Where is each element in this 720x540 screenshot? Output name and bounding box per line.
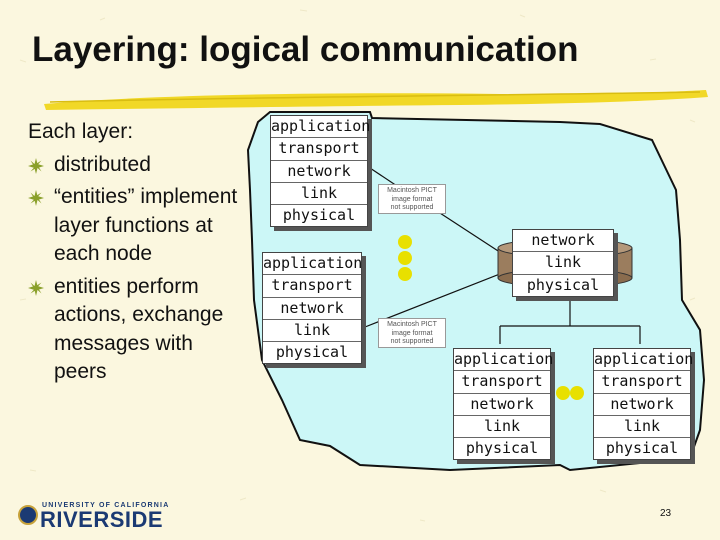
sunburst-bullet-icon	[28, 279, 44, 296]
protocol-stack-router: network link physical	[512, 229, 614, 297]
layer-physical: physical	[275, 343, 349, 362]
layer-application: application	[263, 253, 362, 276]
protocol-stack-host-top: application transport network link physi…	[270, 115, 370, 228]
ellipsis-dots-vertical	[398, 235, 412, 281]
bullet-text: “entities” implement layer functions at …	[54, 185, 238, 265]
layer-physical: physical	[282, 206, 356, 225]
layer-application: application	[594, 349, 693, 372]
logo-campus-text: RIVERSIDE	[40, 507, 164, 532]
layer-network: network	[271, 161, 367, 183]
layer-link: link	[271, 183, 367, 206]
ellipsis-dots-horizontal	[556, 386, 584, 400]
layer-link: link	[454, 416, 550, 439]
layer-application: application	[454, 349, 553, 372]
logo-university-text: UNIVERSITY OF CALIFORNIA	[42, 502, 170, 509]
layer-transport: transport	[594, 371, 690, 394]
layer-network: network	[454, 394, 550, 416]
bullet-text: entities perform actions, exchange messa…	[54, 274, 224, 384]
layer-network: network	[513, 230, 613, 253]
page-number: 23	[660, 508, 672, 519]
layer-physical: physical	[526, 275, 600, 294]
layer-link: link	[513, 252, 613, 275]
layer-link: link	[594, 416, 690, 439]
layer-transport: transport	[271, 138, 367, 161]
missing-image-placeholder: Macintosh PICT image format not supporte…	[378, 318, 446, 348]
sunburst-bullet-icon	[28, 157, 44, 174]
layer-physical: physical	[605, 439, 679, 458]
bullet-list: Each layer: distributed “entities” imple…	[28, 118, 243, 387]
bullet-item: “entities” implement layer functions at …	[28, 183, 243, 269]
slide-title: Layering: logical communication	[32, 30, 579, 69]
layer-network: network	[594, 394, 690, 416]
link-line	[364, 267, 516, 328]
title-highlighter-underline	[44, 90, 708, 110]
protocol-stack-host-middle: application transport network link physi…	[262, 252, 362, 365]
bullet-item: distributed	[28, 151, 243, 180]
bullet-lead: Each layer:	[28, 120, 134, 143]
protocol-stack-host-bottom-left: application transport network link physi…	[453, 348, 553, 461]
layer-physical: physical	[465, 439, 539, 458]
missing-image-placeholder: Macintosh PICT image format not supporte…	[378, 184, 446, 214]
layer-network: network	[263, 298, 361, 320]
layer-application: application	[271, 116, 370, 139]
sunburst-bullet-icon	[28, 190, 44, 206]
ucr-logo: UNIVERSITY OF CALIFORNIA RIVERSIDE	[18, 502, 186, 532]
layer-transport: transport	[454, 371, 550, 394]
bullet-item: entities perform actions, exchange messa…	[28, 273, 243, 387]
university-seal-icon	[18, 505, 38, 525]
bullet-text: distributed	[54, 152, 151, 176]
protocol-stack-host-bottom-right: application transport network link physi…	[593, 348, 693, 461]
layer-link: link	[263, 320, 361, 343]
layer-transport: transport	[263, 275, 361, 298]
